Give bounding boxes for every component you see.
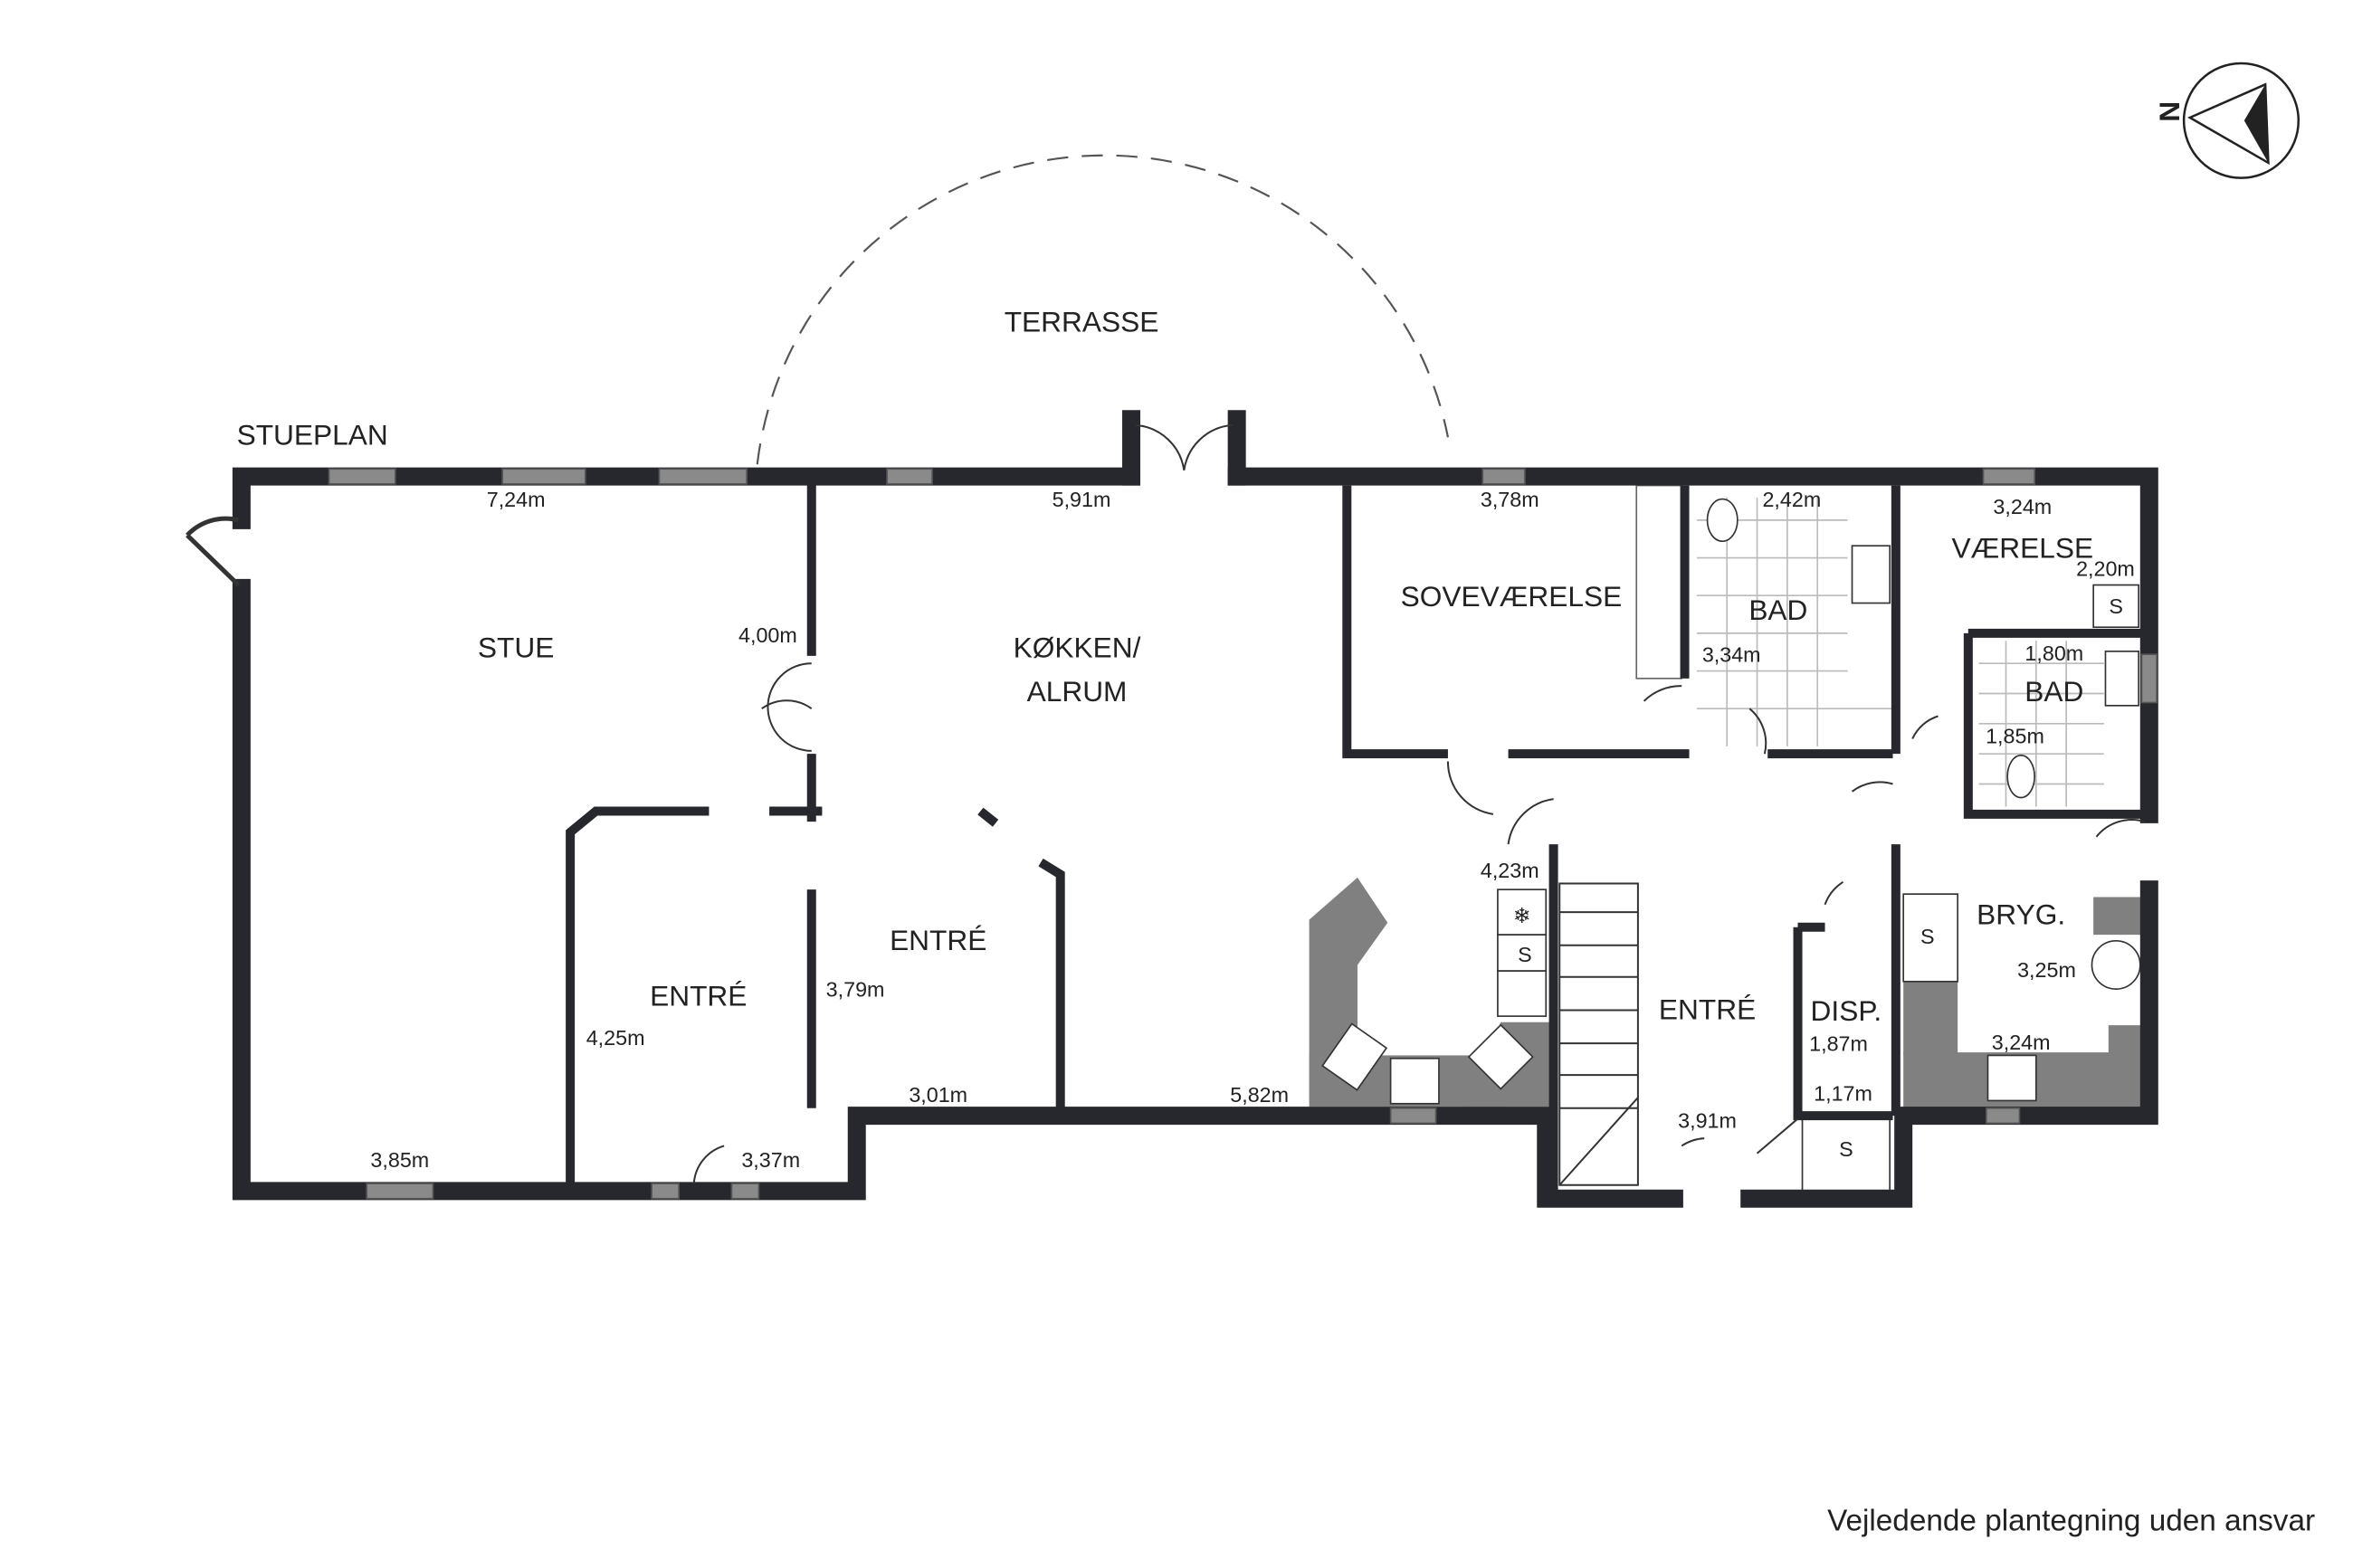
dim-entre-left-height: 4,25m (586, 1026, 645, 1050)
dim-entre-right-bottom: 3,91m (1678, 1108, 1737, 1132)
toilet-icon (2006, 755, 2035, 799)
dim-stue-width: 7,24m (487, 488, 546, 511)
room-label-bryg: BRYG. (1977, 898, 2065, 930)
room-label-kokken: KØKKEN/ (1014, 632, 1141, 664)
washer-icon (2091, 939, 2141, 990)
compass-north-label: N (2153, 101, 2186, 122)
room-label-stue: STUE (478, 632, 554, 664)
vaerelse-storage-label: S (2109, 594, 2123, 618)
dim-kokken-height: 4,23m (1481, 859, 1539, 882)
bryg-storage-label: S (1920, 925, 1935, 948)
dim-bad-height: 3,34m (1702, 643, 1761, 667)
room-label-entre-mid: ENTRÉ (890, 924, 986, 956)
room-label-bad-small: BAD (2024, 675, 2083, 708)
room-label-entre-left: ENTRÉ (650, 979, 747, 1012)
dim-kokken-width: 5,91m (1053, 488, 1111, 511)
room-label-entre-right: ENTRÉ (1659, 993, 1756, 1025)
staircase (1558, 882, 1639, 1186)
dim-bad-small-height: 1,85m (1986, 725, 2044, 748)
dim-disp-height: 1,87m (1809, 1031, 1868, 1055)
freezer-icon: ❄ (1513, 904, 1531, 927)
bath-tiles (1696, 497, 2104, 807)
dim-bad-width: 2,42m (1762, 488, 1821, 511)
dim-vaerelse-width: 3,24m (1993, 495, 2052, 518)
bath-sink-icon (1851, 545, 1891, 604)
disclaimer-text: Vejledende plantegning uden ansvar (1827, 1504, 2315, 1537)
dim-disp-bottom: 1,17m (1814, 1081, 1872, 1105)
dim-sove-width: 3,78m (1481, 488, 1539, 511)
dishwasher-icon (1321, 1022, 1388, 1091)
terrace-label: TERRASSE (1005, 306, 1159, 338)
dim-vaerelse-height: 2,20m (2076, 557, 2135, 581)
entre-storage-label: S (1839, 1137, 1853, 1161)
walls (232, 410, 2158, 1208)
dim-stue-height: 4,00m (738, 623, 797, 647)
windows (328, 468, 2158, 1200)
room-label-sovevaerelse: SOVEVÆRELSE (1401, 580, 1623, 613)
room-label-alrum: ALRUM (1027, 675, 1128, 708)
north-compass-icon: N (2153, 62, 2301, 179)
room-label-disp: DISP. (1811, 994, 1882, 1027)
dim-entre-left-bottom: 3,37m (741, 1148, 800, 1172)
stove-icon (1467, 1023, 1534, 1090)
kitchen-appliances: ❄ S S (1321, 889, 2141, 1105)
dim-bad-small-width: 1,80m (2024, 641, 2083, 665)
utility-sink-icon (1986, 1054, 2037, 1102)
room-label-bad: BAD (1748, 594, 1807, 626)
floor-title: STUEPLAN (237, 419, 388, 451)
terrace-outline (756, 154, 1450, 465)
bath-sink-icon (2104, 651, 2139, 707)
dim-entre-mid-height: 3,79m (826, 977, 885, 1001)
room-label-vaerelse: VÆRELSE (1952, 532, 2094, 565)
doors (186, 423, 2146, 1184)
storage-label: S (1518, 943, 1532, 966)
toilet-icon (1706, 498, 1739, 543)
sink-icon (1389, 1057, 1440, 1105)
dim-bryg-height: 3,25m (2017, 958, 2076, 982)
dim-bryg-bottom: 3,24m (1992, 1031, 2051, 1054)
dim-entre-mid-bottom: 3,01m (909, 1083, 967, 1107)
dim-kokken-bottom: 5,82m (1230, 1083, 1289, 1107)
dim-stue-bottom: 3,85m (370, 1148, 429, 1172)
